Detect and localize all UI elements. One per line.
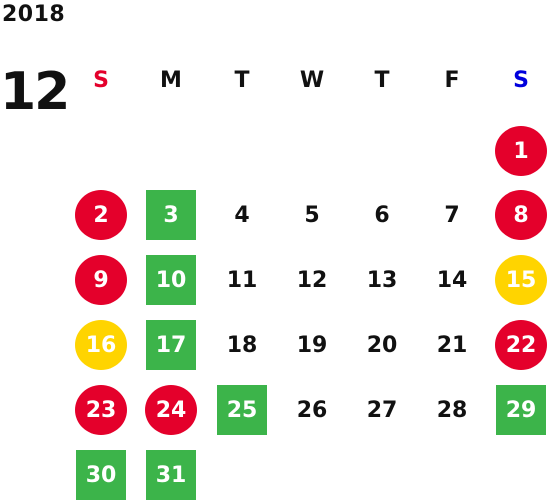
day-cell-18[interactable]: 18 — [226, 332, 258, 358]
day-cell-22[interactable]: 22 — [495, 320, 547, 370]
day-cell-10[interactable]: 10 — [146, 255, 196, 305]
day-cell-24[interactable]: 24 — [145, 385, 197, 435]
day-cell-23[interactable]: 23 — [75, 385, 127, 435]
weekday-monday: M — [160, 68, 182, 93]
day-cell-15[interactable]: 15 — [495, 255, 547, 305]
day-cell-13[interactable]: 13 — [366, 267, 398, 293]
day-cell-2[interactable]: 2 — [75, 190, 127, 240]
day-cell-17[interactable]: 17 — [146, 320, 196, 370]
day-cell-19[interactable]: 19 — [296, 332, 328, 358]
calendar-year: 2018 — [2, 2, 66, 27]
day-cell-21[interactable]: 21 — [436, 332, 468, 358]
day-cell-9[interactable]: 9 — [75, 255, 127, 305]
weekday-thursday: T — [374, 68, 390, 93]
day-cell-5[interactable]: 5 — [304, 202, 320, 228]
weekday-sunday: S — [93, 68, 109, 93]
day-cell-3[interactable]: 3 — [146, 190, 196, 240]
day-cell-25[interactable]: 25 — [217, 385, 267, 435]
day-cell-30[interactable]: 30 — [76, 450, 126, 500]
day-cell-26[interactable]: 26 — [296, 397, 328, 423]
day-cell-1[interactable]: 1 — [495, 126, 547, 176]
day-cell-31[interactable]: 31 — [146, 450, 196, 500]
day-cell-12[interactable]: 12 — [296, 267, 328, 293]
weekday-saturday: S — [513, 68, 529, 93]
day-cell-6[interactable]: 6 — [374, 202, 390, 228]
calendar-month: 12 — [0, 62, 70, 122]
day-cell-28[interactable]: 28 — [436, 397, 468, 423]
weekday-wednesday: W — [299, 68, 325, 93]
day-cell-4[interactable]: 4 — [234, 202, 250, 228]
day-cell-16[interactable]: 16 — [75, 320, 127, 370]
day-cell-7[interactable]: 7 — [444, 202, 460, 228]
day-cell-8[interactable]: 8 — [495, 190, 547, 240]
day-cell-11[interactable]: 11 — [226, 267, 258, 293]
day-cell-14[interactable]: 14 — [436, 267, 468, 293]
day-cell-27[interactable]: 27 — [366, 397, 398, 423]
weekday-tuesday: T — [234, 68, 250, 93]
weekday-friday: F — [444, 68, 460, 93]
day-cell-20[interactable]: 20 — [366, 332, 398, 358]
day-cell-29[interactable]: 29 — [496, 385, 546, 435]
